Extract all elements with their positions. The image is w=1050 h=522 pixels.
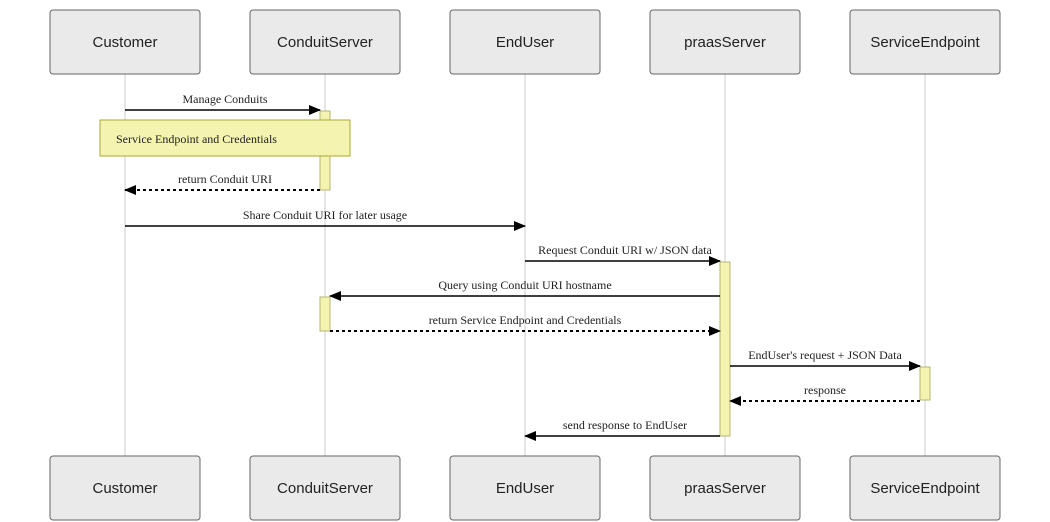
message-label: response xyxy=(804,383,846,397)
actor-customer-top: Customer xyxy=(49,9,201,75)
actor-box xyxy=(49,9,201,75)
message-7: EndUser's request + JSON Data xyxy=(730,348,921,371)
message-label: return Service Endpoint and Credentials xyxy=(429,313,622,327)
actor-label: Customer xyxy=(92,480,157,497)
message-label: return Conduit URI xyxy=(178,172,272,186)
actor-box xyxy=(449,9,601,75)
actor-enduser-top: EndUser xyxy=(449,9,601,75)
actor-label: EndUser xyxy=(496,480,554,497)
message-2: return Conduit URI xyxy=(124,172,320,195)
actor-praas-bottom: praasServer xyxy=(649,455,801,521)
actor-label: ConduitServer xyxy=(277,480,373,497)
actor-conduit-bottom: ConduitServer xyxy=(249,455,401,521)
message-label: Share Conduit URI for later usage xyxy=(243,208,407,222)
message-4: Request Conduit URI w/ JSON data xyxy=(525,243,721,266)
message-9: send response to EndUser xyxy=(524,418,720,441)
actor-label: praasServer xyxy=(684,480,766,497)
actor-endpoint-top: ServiceEndpoint xyxy=(849,9,1001,75)
message-5: Query using Conduit URI hostname xyxy=(329,278,720,301)
message-label: Request Conduit URI w/ JSON data xyxy=(538,243,712,257)
message-1: Manage Conduits xyxy=(125,92,321,115)
message-label: send response to EndUser xyxy=(563,418,687,432)
actor-box xyxy=(449,455,601,521)
actor-label: EndUser xyxy=(496,34,554,51)
actor-praas-top: praasServer xyxy=(649,9,801,75)
actor-box xyxy=(49,455,201,521)
message-8: response xyxy=(729,383,920,406)
actor-box xyxy=(249,9,401,75)
actor-label: ServiceEndpoint xyxy=(870,34,980,51)
message-6: return Service Endpoint and Credentials xyxy=(330,313,721,336)
actor-box xyxy=(649,455,801,521)
actor-box xyxy=(649,9,801,75)
note: Service Endpoint and Credentials xyxy=(99,119,351,157)
actor-conduit-top: ConduitServer xyxy=(249,9,401,75)
message-label: Query using Conduit URI hostname xyxy=(438,278,611,292)
message-label: EndUser's request + JSON Data xyxy=(748,348,902,362)
message-label: Manage Conduits xyxy=(183,92,268,106)
actor-label: ConduitServer xyxy=(277,34,373,51)
activation-bar-praas xyxy=(719,261,731,437)
actor-customer-bottom: Customer xyxy=(49,455,201,521)
note-label: Service Endpoint and Credentials xyxy=(116,132,277,146)
actor-label: praasServer xyxy=(684,34,766,51)
note-box xyxy=(99,119,351,157)
actor-enduser-bottom: EndUser xyxy=(449,455,601,521)
actor-label: Customer xyxy=(92,34,157,51)
actor-endpoint-bottom: ServiceEndpoint xyxy=(849,455,1001,521)
actor-box xyxy=(249,455,401,521)
message-3: Share Conduit URI for later usage xyxy=(125,208,526,231)
activation-bar-endpoint xyxy=(919,366,931,401)
actor-box xyxy=(849,455,1001,521)
activation-bar-conduit xyxy=(319,296,331,332)
actor-label: ServiceEndpoint xyxy=(870,480,980,497)
actor-box xyxy=(849,9,1001,75)
